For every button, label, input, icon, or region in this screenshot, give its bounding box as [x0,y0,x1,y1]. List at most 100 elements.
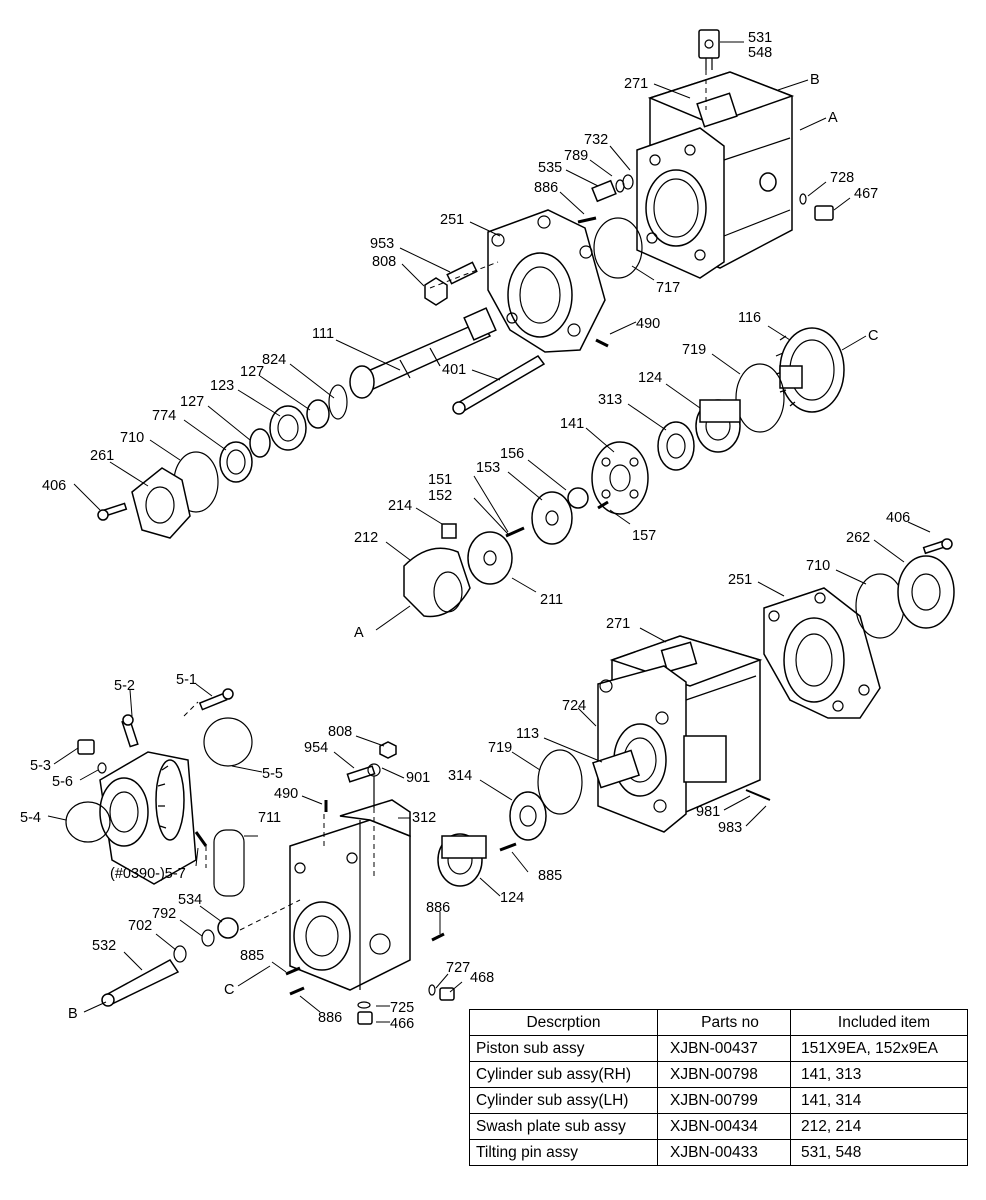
cell-description: Cylinder sub assy(RH) [469,1061,658,1088]
cell-description: Tilting pin assy [469,1139,658,1166]
header-included-item: Included item [790,1009,968,1036]
label-406-right: 406 [886,510,910,526]
part-116-gear [775,327,845,413]
label-5-4: 5-4 [20,810,41,826]
cell-included-item: 212, 214 [790,1113,968,1140]
label-b-upper: B [810,72,820,88]
label-211: 211 [540,592,563,608]
label-271-upper: 271 [624,76,648,92]
label-c-upper: C [868,328,878,344]
label-152: 152 [428,488,452,504]
table-row: Tilting pin assy XJBN-00433 531, 548 [469,1139,968,1166]
label-531: 531 [748,30,772,46]
label-719-upper: 719 [682,342,706,358]
label-5-3: 5-3 [30,758,51,774]
label-271-lower: 271 [606,616,630,632]
part-717-oring [593,217,643,279]
label-728: 728 [830,170,854,186]
part-534-792-702-plugs [173,917,239,963]
part-251-valve-block-upper [487,209,606,353]
label-214: 214 [388,498,412,514]
label-127-a: 127 [240,364,264,380]
label-466: 466 [390,1016,414,1032]
label-a-lower: A [354,625,364,641]
part-251-valve-block-right [763,587,881,719]
part-532-tilting-pin-lower [101,959,180,1007]
part-728-467-plug [799,193,834,221]
part-124-spline-coupling-upper [695,399,741,453]
cell-included-item: 531, 548 [790,1139,968,1166]
parts-table: Descrption Parts no Included item Piston… [469,1009,968,1166]
part-314-valve-plate-lh [509,791,547,841]
cell-parts-no: XJBN-00433 [657,1139,791,1166]
label-151: 151 [428,472,452,488]
label-5-2: 5-2 [114,678,135,694]
label-262: 262 [846,530,870,546]
label-141: 141 [560,416,584,432]
cell-included-item: 151X9EA, 152x9EA [790,1035,968,1062]
label-983: 983 [718,820,742,836]
part-885-886-pins-lower [285,932,445,996]
label-886-right: 886 [426,900,450,916]
part-5-gear-pump-assembly [99,751,197,885]
part-labels: 531 548 B 271 A 732 789 535 728 467 886 … [20,30,910,1032]
cell-parts-no: XJBN-00437 [657,1035,791,1062]
label-711: 711 [258,810,281,826]
part-5-1-5-2-bolts [121,688,234,748]
label-789: 789 [564,148,588,164]
label-0390-5-7: (#0390-)5-7 [110,866,186,882]
part-981-983-pin [745,789,771,801]
table-row: Cylinder sub assy(RH) XJBN-00798 141, 31… [469,1061,968,1088]
label-124-upper: 124 [638,370,662,386]
cell-description: Swash plate sub assy [469,1113,658,1140]
part-312-regulator-block [289,799,411,991]
label-535: 535 [538,160,562,176]
label-717: 717 [656,280,680,296]
label-313: 313 [598,392,622,408]
cell-parts-no: XJBN-00798 [657,1061,791,1088]
part-111-drive-shaft [349,307,497,399]
label-212: 212 [354,530,378,546]
label-954: 954 [304,740,328,756]
label-774: 774 [152,408,176,424]
part-885-pin [499,842,517,852]
header-parts-no: Parts no [657,1009,791,1036]
part-5-3-5-6-plugs [77,739,107,774]
table-header-row: Descrption Parts no Included item [469,1009,968,1036]
label-401: 401 [442,362,466,378]
table-row: Swash plate sub assy XJBN-00434 212, 214 [469,1113,968,1140]
label-808-upper: 808 [372,254,396,270]
label-727: 727 [446,960,470,976]
label-5-6: 5-6 [52,774,73,790]
label-886-upper: 886 [534,180,558,196]
label-261: 261 [90,448,114,464]
cell-included-item: 141, 313 [790,1061,968,1088]
label-a-upper: A [828,110,838,126]
part-261-seal-cover [131,467,191,539]
part-141-cylinder-block [591,441,649,515]
cell-parts-no: XJBN-00434 [657,1113,791,1140]
part-710-oring-right [855,573,905,639]
table-row: Cylinder sub assy(LH) XJBN-00799 141, 31… [469,1087,968,1114]
label-312: 312 [412,810,436,826]
label-824: 824 [262,352,286,368]
part-124-spline-coupling-lower [437,833,487,887]
label-886-lower: 886 [318,1010,342,1026]
label-468: 468 [470,970,494,986]
label-808-lower: 808 [328,724,352,740]
assembly-centerlines [183,70,707,931]
table-row: Piston sub assy XJBN-00437 151X9EA, 152x… [469,1035,968,1062]
part-732-789-535-plug [591,174,634,203]
label-724: 724 [562,698,586,714]
label-406-left: 406 [42,478,66,494]
label-885-left: 885 [240,948,264,964]
label-5-5: 5-5 [262,766,283,782]
part-5-5-oring [203,717,253,767]
part-212-214-swash-plate [403,523,471,618]
label-b-lower: B [68,1006,78,1022]
cell-description: Cylinder sub assy(LH) [469,1087,658,1114]
label-885-right: 885 [538,868,562,884]
part-711-oring [213,829,245,897]
part-824-127-123-774-bearings [219,384,348,483]
label-251-upper: 251 [440,212,464,228]
